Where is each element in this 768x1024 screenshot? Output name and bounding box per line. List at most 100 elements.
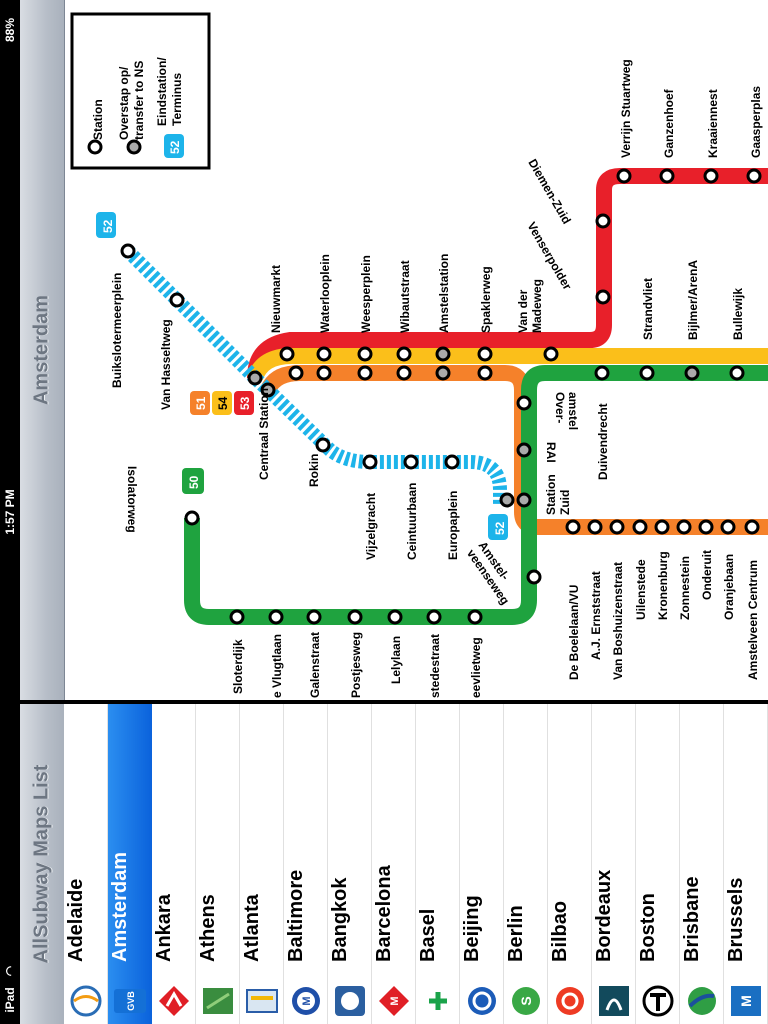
label-oranjebaan: Oranjebaan (722, 554, 736, 620)
label-de-boelelaan: De Boelelaan/VU (567, 585, 581, 680)
city-name: Baltimore (284, 869, 307, 962)
city-name: Barcelona (372, 865, 395, 962)
label-diemen-zuid: Diemen-Zuid (525, 157, 573, 227)
adelaide-metro-logo-icon (70, 985, 101, 1017)
city-row-ankara[interactable]: Ankara (152, 704, 196, 1024)
label-gaasperplas: Gaasperplas (749, 86, 763, 158)
city-row-atlanta[interactable]: Atlanta (240, 704, 284, 1024)
city-name: Boston (636, 893, 659, 962)
city-row-amsterdam[interactable]: GVB Amsterdam (108, 704, 152, 1024)
badge-54-text: 54 (216, 396, 230, 410)
tnw-logo-icon (422, 986, 453, 1016)
badge-52-bottom-text: 52 (493, 521, 507, 535)
map-detail-pane: Amsterdam Station Overstap op/transfer t… (20, 0, 768, 700)
city-row-boston[interactable]: Boston (636, 704, 680, 1024)
label-van-boshuizenstraat: Van Boshuizenstraat (611, 562, 625, 680)
label-rokin: Rokin (307, 454, 321, 487)
station-markers (120, 168, 762, 625)
label-verrijn-stuartweg: Verrijn Stuartweg (619, 59, 633, 158)
bordeaux-tram-logo-icon (598, 986, 629, 1016)
gvb-logo-icon: GVB (113, 989, 146, 1013)
line-53-red (247, 168, 768, 379)
city-name: Amsterdam (108, 851, 131, 962)
bangkok-mrt-logo-icon (334, 986, 365, 1016)
brussels-metro-logo-icon: M (730, 986, 761, 1016)
city-row-bordeaux[interactable]: Bordeaux (592, 704, 636, 1024)
label-aj-ernststraat: A.J. Ernststraat (589, 571, 603, 660)
label-spaklerweg: Spaklerweg (479, 266, 493, 333)
city-name: Bangkok (328, 877, 351, 962)
label-onderuit: Onderuit (700, 550, 714, 600)
badge-52-top-text: 52 (101, 219, 115, 233)
boston-t-logo-icon (642, 985, 673, 1017)
athens-metro-logo-icon (202, 988, 233, 1014)
label-bijlmer-arena: Bijlmer/ArenA (686, 260, 700, 340)
city-row-athens[interactable]: Athens (196, 704, 240, 1024)
city-row-beijing[interactable]: Beijing (460, 704, 504, 1024)
battery-level: 88% (3, 17, 17, 43)
city-row-basel[interactable]: Basel (416, 704, 460, 1024)
transfer-markers (247, 346, 700, 508)
svg-text:S: S (518, 996, 534, 1005)
legend-station-label: Station (91, 99, 105, 140)
label-galenstraat: Galenstraat (308, 632, 322, 698)
label-van-hasseltweg: Van Hasseltweg (159, 319, 173, 410)
label-van-der-madeweg: Van derMadeweg (516, 279, 544, 333)
label-ceintuurbaan: Ceintuurbaan (405, 483, 419, 560)
city-row-bilbao[interactable]: Bilbao (548, 704, 592, 1024)
legend-terminus-label: Eindstation/Terminus (155, 57, 184, 126)
label-amstelveenseweg: Amstel-veenseweg (464, 539, 524, 608)
label-sloterdijk: Sloterdijk (231, 639, 245, 694)
badge-54 (212, 391, 232, 415)
city-row-adelaide[interactable]: Adelaide (64, 704, 108, 1024)
marta-logo-icon (245, 989, 278, 1013)
legend-terminus-badge-text: 52 (168, 140, 182, 154)
ankara-metro-logo-icon (158, 986, 189, 1016)
city-row-bangkok[interactable]: Bangkok (328, 704, 372, 1024)
city-name: Bordeaux (592, 869, 615, 962)
label-strandvliet: Strandvliet (641, 278, 655, 340)
city-name: Bilbao (548, 900, 571, 962)
label-lelylaan: Lelylaan (389, 636, 403, 684)
badge-50 (182, 468, 204, 494)
wifi-icon: ◠ (3, 965, 17, 977)
master-title: AllSubway Maps List (30, 764, 53, 964)
status-time: 1:57 PM (3, 489, 17, 535)
legend-transfer-icon (126, 139, 142, 155)
badge-51-text: 51 (194, 396, 208, 410)
subway-map[interactable]: Station Overstap op/transfer to NS 52 Ei… (64, 0, 768, 700)
berlin-sbahn-logo-icon: S (511, 987, 540, 1015)
label-kraaiennest: Kraaiennest (706, 89, 720, 158)
city-row-brisbane[interactable]: Brisbane (680, 704, 724, 1024)
label-weesperplein: Weesperplein (359, 255, 373, 333)
label-wibautstraat: Wibautstraat (398, 260, 412, 333)
label-kronenburg: Kronenburg (656, 551, 670, 620)
svg-text:GVB: GVB (126, 991, 136, 1011)
label-europaplein: Europaplein (446, 491, 460, 560)
label-amstelstation: Amstelstation (437, 254, 451, 333)
beijing-subway-logo-icon (467, 987, 496, 1015)
master-nav-bar: AllSubway Maps List (20, 704, 65, 1024)
badge-53 (234, 391, 254, 415)
city-name: Beijing (460, 895, 483, 962)
badge-52-top (96, 212, 116, 238)
badge-52-bottom (488, 514, 508, 540)
line-50-green (184, 365, 768, 625)
label-bullewijk: Bullewijk (731, 288, 745, 340)
city-name: Brisbane (680, 876, 703, 962)
label-eevlietweg: eevlietweg (469, 637, 483, 698)
label-station-zuid: StationZuid (544, 474, 572, 515)
label-buikslotermeerplein: Buikslotermeerplein (110, 273, 124, 388)
label-zonnestein: Zonnestein (678, 556, 692, 620)
pane-divider (20, 700, 768, 704)
city-name: Ankara (152, 894, 175, 962)
legend-transfer-label: Overstap op/transfer to NS (117, 61, 146, 140)
label-amstelveen-centrum: Amstelveen Centrum (746, 560, 760, 680)
label-uilenstede: Uilenstede (634, 559, 648, 620)
